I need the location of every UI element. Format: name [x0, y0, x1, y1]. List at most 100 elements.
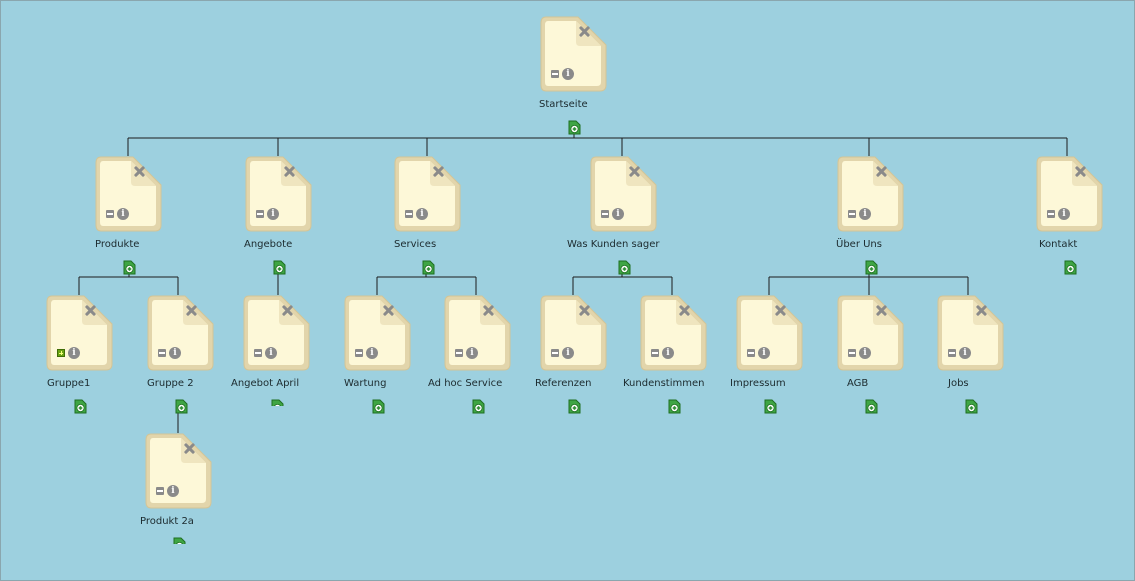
tree-node-impressum[interactable]: i Impressum [730, 295, 856, 415]
collapse-icon[interactable] [551, 70, 559, 78]
collapse-icon[interactable] [551, 349, 559, 357]
info-icon[interactable]: i [562, 347, 574, 359]
node-label[interactable]: Gruppe1 [47, 378, 91, 389]
node-label[interactable]: Referenzen [535, 378, 592, 389]
info-icon[interactable]: i [366, 347, 378, 359]
collapse-icon[interactable] [254, 349, 262, 357]
node-label[interactable]: Gruppe 2 [147, 378, 194, 389]
node-label[interactable]: Über Uns [836, 239, 882, 250]
add-page-icon[interactable] [963, 398, 980, 415]
tree-node-jobs[interactable]: i Jobs [937, 295, 1057, 415]
info-icon[interactable]: i [267, 208, 279, 220]
info-icon[interactable]: i [169, 347, 181, 359]
collapse-icon[interactable] [848, 349, 856, 357]
info-icon[interactable]: i [612, 208, 624, 220]
add-page-icon[interactable] [271, 259, 288, 276]
close-icon[interactable] [433, 166, 444, 177]
close-icon[interactable] [976, 305, 987, 316]
add-page-icon[interactable] [269, 398, 286, 415]
add-page-icon[interactable] [470, 398, 487, 415]
node-label[interactable]: Angebot April [231, 378, 300, 389]
info-icon[interactable]: i [68, 347, 80, 359]
add-page-icon[interactable] [863, 398, 880, 415]
close-icon[interactable] [85, 305, 96, 316]
collapse-icon[interactable] [355, 349, 363, 357]
collapse-icon[interactable] [848, 210, 856, 218]
close-icon[interactable] [1075, 166, 1086, 177]
close-icon[interactable] [134, 166, 145, 177]
close-icon[interactable] [679, 305, 690, 316]
collapse-icon[interactable] [256, 210, 264, 218]
tree-node-services[interactable]: i Services [394, 156, 514, 276]
tree-node-ueber-uns[interactable]: i Über Uns [836, 156, 957, 276]
add-page-icon[interactable] [762, 398, 779, 415]
node-label[interactable]: Services [394, 239, 437, 250]
add-page-icon[interactable] [171, 536, 188, 553]
add-page-icon[interactable] [566, 119, 583, 136]
node-label[interactable]: Kundenstimmen [623, 378, 705, 389]
close-icon[interactable] [184, 443, 195, 454]
tree-node-angebote[interactable]: i Angebote [244, 156, 365, 276]
close-icon[interactable] [282, 305, 293, 316]
info-icon[interactable]: i [758, 347, 770, 359]
collapse-icon[interactable] [455, 349, 463, 357]
node-label[interactable]: Startseite [539, 99, 588, 110]
node-label[interactable]: Wartung [344, 378, 387, 389]
info-icon[interactable]: i [167, 485, 179, 497]
collapse-icon[interactable] [405, 210, 413, 218]
close-icon[interactable] [579, 26, 590, 37]
tree-node-kundenstimmen[interactable]: i Kundenstimmen [623, 295, 760, 415]
tree-node-startseite[interactable]: i Startseite [539, 16, 660, 136]
tree-node-angebot-april[interactable]: i Angebot April [231, 295, 363, 415]
info-icon[interactable]: i [859, 347, 871, 359]
add-page-icon[interactable] [370, 398, 387, 415]
tree-node-gruppe1[interactable]: i Gruppe1 [46, 295, 166, 415]
node-label[interactable]: Jobs [948, 378, 969, 389]
add-page-icon[interactable] [1062, 259, 1079, 276]
node-label[interactable]: Ad hoc Service [428, 378, 503, 389]
add-page-icon[interactable] [173, 398, 190, 415]
info-icon[interactable]: i [662, 347, 674, 359]
add-page-icon[interactable] [72, 398, 89, 415]
close-icon[interactable] [629, 166, 640, 177]
add-page-icon[interactable] [420, 259, 437, 276]
node-label[interactable]: Was Kunden sager [567, 239, 660, 250]
info-icon[interactable]: i [562, 68, 574, 80]
tree-node-referenzen[interactable]: i Referenzen [535, 295, 660, 415]
add-page-icon[interactable] [566, 398, 583, 415]
tree-node-wartung[interactable]: i Wartung [344, 295, 464, 415]
collapse-icon[interactable] [1047, 210, 1055, 218]
collapse-icon[interactable] [158, 349, 166, 357]
node-label[interactable]: AGB [847, 378, 869, 389]
tree-node-gruppe-2[interactable]: i Gruppe 2 [147, 295, 267, 415]
tree-node-was-kunden-sager[interactable]: i Was Kunden sager [567, 156, 710, 276]
collapse-icon[interactable] [948, 349, 956, 357]
collapse-icon[interactable] [747, 349, 755, 357]
node-label[interactable]: Angebote [244, 239, 293, 250]
close-icon[interactable] [284, 166, 295, 177]
tree-node-produkt-2a[interactable]: i Produkt 2a [140, 433, 265, 553]
tree-node-kontakt[interactable]: i Kontakt [1036, 156, 1135, 276]
close-icon[interactable] [876, 305, 887, 316]
tree-node-agb[interactable]: i AGB [837, 295, 957, 415]
close-icon[interactable] [383, 305, 394, 316]
close-icon[interactable] [876, 166, 887, 177]
close-icon[interactable] [775, 305, 786, 316]
add-page-icon[interactable] [121, 259, 138, 276]
tree-node-ad-hoc-service[interactable]: i Ad hoc Service [428, 295, 564, 415]
collapse-icon[interactable] [601, 210, 609, 218]
add-page-icon[interactable] [863, 259, 880, 276]
info-icon[interactable]: i [959, 347, 971, 359]
node-label[interactable]: Kontakt [1039, 239, 1078, 250]
close-icon[interactable] [483, 305, 494, 316]
collapse-icon[interactable] [106, 210, 114, 218]
info-icon[interactable]: i [117, 208, 129, 220]
collapse-icon[interactable] [156, 487, 164, 495]
close-icon[interactable] [579, 305, 590, 316]
info-icon[interactable]: i [466, 347, 478, 359]
add-page-icon[interactable] [616, 259, 633, 276]
node-label[interactable]: Impressum [730, 378, 786, 389]
info-icon[interactable]: i [265, 347, 277, 359]
info-icon[interactable]: i [859, 208, 871, 220]
add-page-icon[interactable] [666, 398, 683, 415]
